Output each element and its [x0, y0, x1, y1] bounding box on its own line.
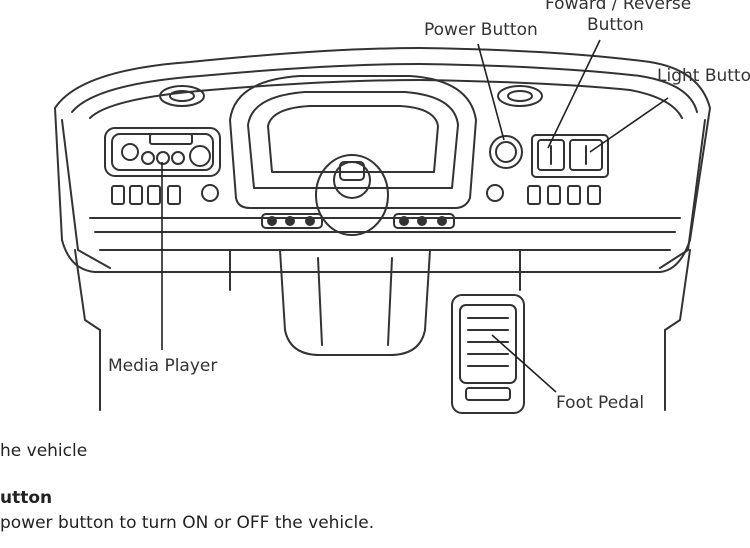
leader-power — [477, 43, 505, 141]
label-foot-pedal: Foot Pedal — [556, 393, 645, 413]
leader-light — [589, 97, 669, 153]
label-forward-reverse-line1: Foward / Reverse — [545, 0, 692, 14]
section-heading: utton — [0, 488, 53, 508]
label-light-button: Light Butto — [657, 66, 750, 86]
body-text-line1: he vehicle — [0, 441, 88, 461]
leader-foot-pedal — [491, 334, 557, 393]
body-text-line3: power button to turn ON or OFF the vehic… — [0, 513, 375, 533]
dashboard-outline — [54, 47, 711, 273]
leader-forward-reverse — [547, 39, 601, 149]
label-media-player: Media Player — [108, 356, 218, 376]
label-power-button: Power Button — [424, 20, 538, 40]
label-forward-reverse-line2: Button — [587, 15, 644, 35]
